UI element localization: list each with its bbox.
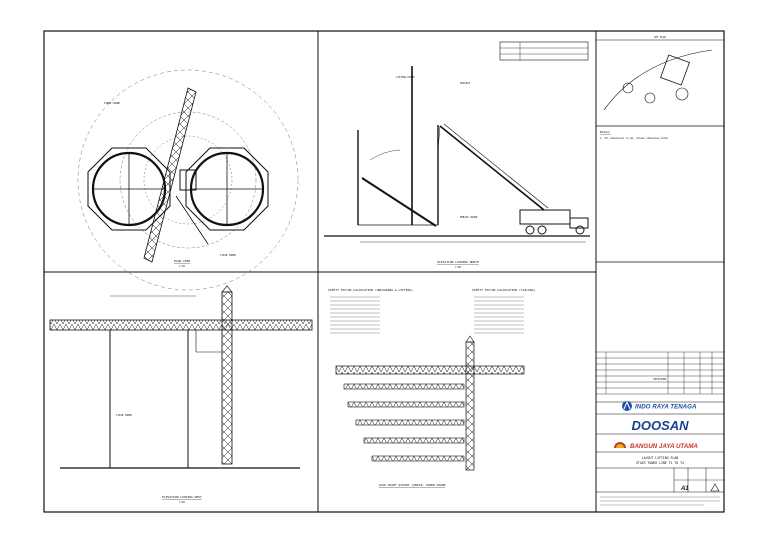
elevation-west-scale: 1:50: [179, 501, 185, 504]
safety-and-load-chart: SAFETY FACTOR CALCULATION (UNLOADING & L…: [328, 288, 535, 487]
elevation-west: STAIR TOWER ELEVATION LOOKING WEST 1:50: [49, 285, 313, 504]
sheet-size: A1: [680, 486, 689, 492]
subcontractor-name: BANGUN JAYA UTAMA: [630, 443, 698, 450]
safety-lifting-title: SAFETY FACTOR CALCULATION (UNLOADING & L…: [328, 288, 413, 292]
warning-icon: [710, 483, 720, 492]
key-plan-title: KEY PLAN: [654, 36, 666, 39]
west-crane-jib: [49, 319, 313, 331]
plan-view: TOWER CRANE STAIR TOWER PLAN VIEW 1:50: [77, 69, 299, 291]
plan-callout-1: TOWER CRANE: [104, 102, 120, 105]
drawing-title-2: STAIR TOWER LINE T2 TO T4: [636, 461, 684, 465]
plan-view-title: PLAN VIEW: [174, 259, 190, 263]
elevation-north-scale: 1:50: [455, 266, 461, 269]
client-logo: INDO RAYA TENAGA: [622, 400, 697, 411]
key-plan-sketch: [603, 49, 713, 111]
north-callout-3: MOBILE CRANE: [460, 216, 478, 219]
plan-view-scale: 1:50: [179, 265, 185, 268]
notes-title: Notes:: [600, 130, 611, 134]
elevation-north: LIFTING POINT SHACKLE MOBILE CRANE ELEVA…: [324, 41, 590, 269]
safety-tailing-title: SAFETY FACTOR CALCULATION (TAILING): [472, 288, 535, 292]
revisions-label: REVISIONS: [654, 378, 668, 381]
plan-callout-2: STAIR TOWER: [220, 254, 236, 257]
west-callout: STAIR TOWER: [116, 414, 132, 417]
client-name: INDO RAYA TENAGA: [635, 404, 697, 411]
north-callout-2: SHACKLE: [460, 82, 471, 85]
right-panel: KEY PLAN Notes: 1. All dimensions in mm,…: [596, 36, 724, 506]
elevation-west-title: ELEVATION LOOKING WEST: [162, 495, 202, 499]
subcontractor-logo: BANGUN JAYA UTAMA: [614, 442, 698, 450]
north-callout-1: LIFTING POINT: [396, 76, 415, 79]
revision-table: [596, 351, 724, 395]
note-1: 1. All dimensions in mm, unless otherwis…: [600, 137, 668, 140]
drawing-title-1: LAYOUT LIFTING PLAN: [642, 456, 679, 460]
contractor-logo: DOOSAN: [631, 418, 689, 433]
load-chart-title: LOAD CHART QTZ200 (Q6024) TOWER CRANE: [379, 483, 446, 487]
elevation-north-title: ELEVATION LOOKING NORTH: [437, 260, 479, 264]
west-crane-mast: [221, 291, 233, 465]
